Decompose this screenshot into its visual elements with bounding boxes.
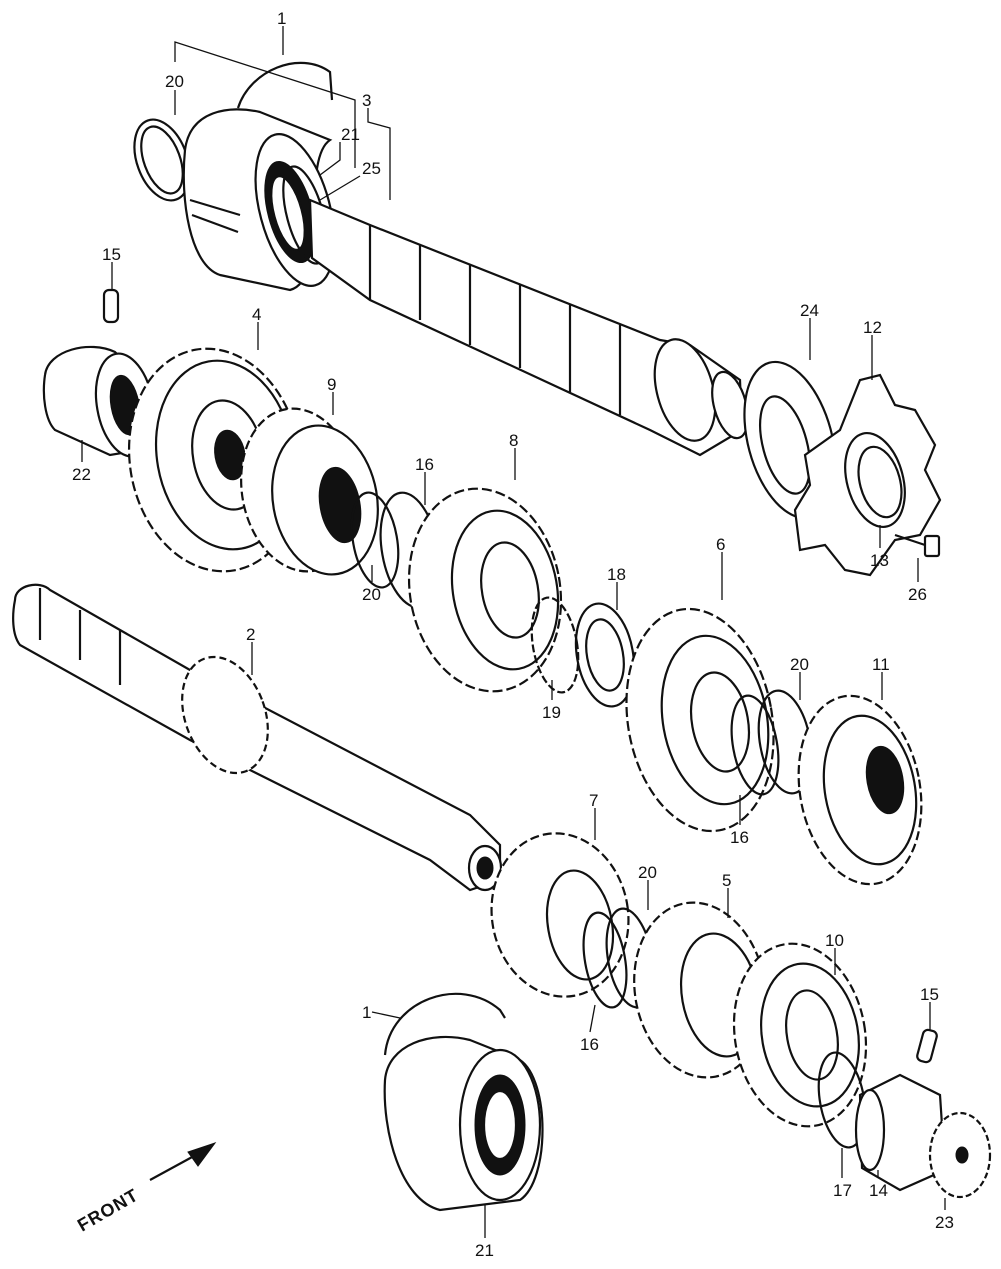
label-15-left: 15 (102, 245, 121, 264)
label-10: 10 (825, 931, 844, 950)
label-21-low: 21 (475, 1241, 494, 1260)
gear-6 (625, 607, 775, 833)
part-labels: 1 20 3 21 25 15 4 9 22 16 8 20 24 12 13 … (72, 9, 954, 1260)
label-8: 8 (509, 431, 518, 450)
washer-16-c (582, 911, 628, 1009)
label-21-top: 21 (341, 125, 360, 144)
label-25: 25 (362, 159, 381, 178)
front-label: FRONT (74, 1185, 142, 1236)
splined-washer-18 (574, 602, 636, 708)
label-20-mid: 20 (362, 585, 381, 604)
bearing-cap-23 (928, 1111, 992, 1199)
label-20-top: 20 (165, 72, 184, 91)
washer-16-b (730, 694, 780, 796)
gear-10 (732, 942, 868, 1128)
label-16-a: 16 (415, 455, 434, 474)
label-20-right: 20 (790, 655, 809, 674)
label-5: 5 (722, 871, 731, 890)
label-4: 4 (252, 305, 261, 324)
label-19: 19 (542, 703, 561, 722)
circlip-1-top (236, 61, 334, 109)
label-7: 7 (589, 791, 598, 810)
bearing-3 (182, 108, 336, 292)
label-23: 23 (935, 1213, 954, 1232)
label-22: 22 (72, 465, 91, 484)
label-1-low: 1 (362, 1003, 371, 1022)
label-26: 26 (908, 585, 927, 604)
label-12: 12 (863, 318, 882, 337)
label-15-right: 15 (920, 985, 939, 1004)
drive-sprocket-12 (793, 373, 942, 577)
gear-11 (797, 694, 923, 886)
dowel-pin-15-left (102, 288, 120, 324)
gear-7 (490, 832, 630, 998)
label-11: 11 (872, 655, 890, 674)
label-1-top: 1 (277, 9, 286, 28)
snap-ring-20-mid (350, 491, 400, 589)
label-6: 6 (716, 535, 725, 554)
label-20-low: 20 (638, 863, 657, 882)
bolt-26 (894, 533, 941, 558)
bushing-14 (854, 1073, 947, 1192)
label-3: 3 (362, 91, 371, 110)
label-17: 17 (833, 1181, 852, 1200)
front-direction-arrow: FRONT (74, 1142, 217, 1236)
label-13: 13 (870, 551, 889, 570)
label-18: 18 (607, 565, 626, 584)
label-16-c: 16 (580, 1035, 599, 1054)
label-16-b: 16 (730, 828, 749, 847)
gear-2 (181, 655, 269, 775)
gear-8 (407, 487, 563, 693)
bearing-21-low (383, 1035, 544, 1212)
dowel-pin-15-right (916, 1028, 938, 1064)
leader-lines (81, 26, 946, 1238)
label-9: 9 (327, 375, 336, 394)
fixing-plate-13 (857, 445, 903, 519)
label-2: 2 (246, 625, 255, 644)
label-14: 14 (869, 1181, 888, 1200)
label-24: 24 (800, 301, 819, 320)
circlip-1-low (383, 992, 506, 1056)
mainshaft-assembly (133, 61, 749, 457)
